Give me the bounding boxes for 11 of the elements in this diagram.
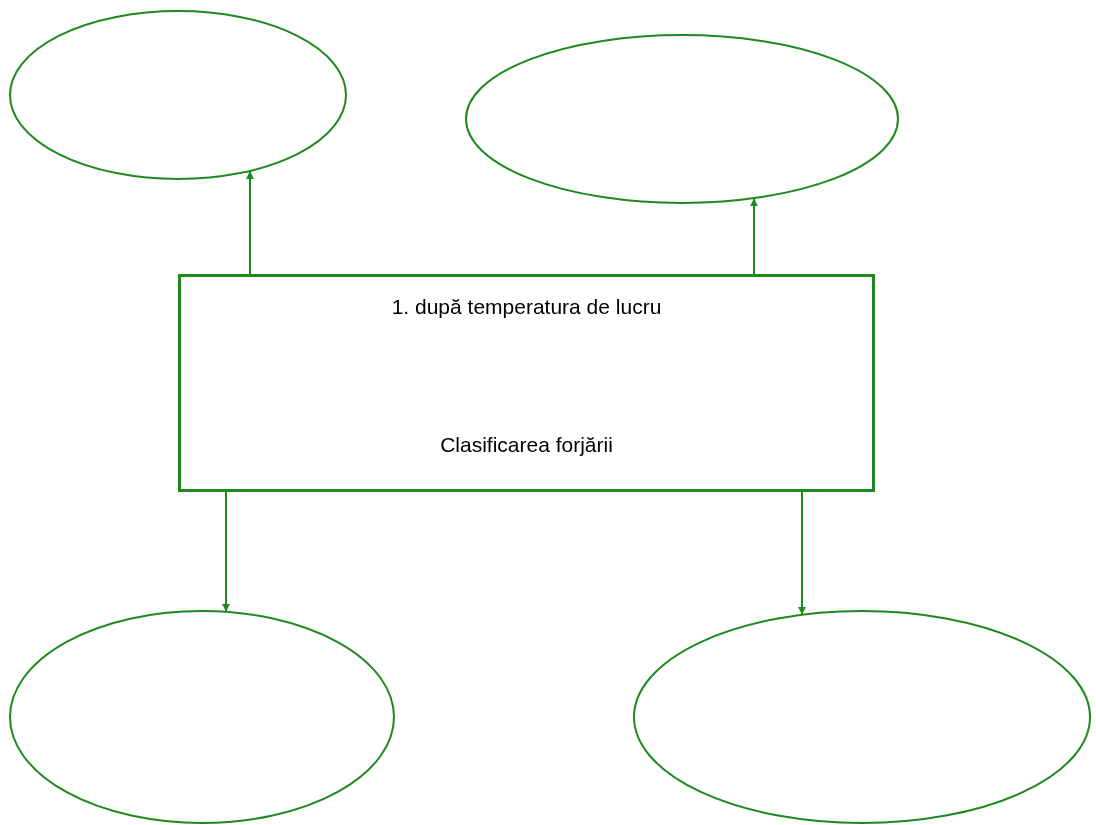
arrow [246, 169, 254, 275]
heading-text: Clasificarea forjării [439, 433, 614, 457]
arrow [222, 491, 230, 613]
arrow [750, 197, 758, 275]
arrow [798, 491, 806, 616]
empty-ellipse [465, 34, 899, 204]
criterion-text: 1. după temperatura de lucru [390, 295, 663, 319]
process-box [178, 274, 875, 492]
empty-ellipse [9, 610, 395, 824]
empty-ellipse [633, 610, 1091, 824]
empty-ellipse [9, 10, 347, 180]
